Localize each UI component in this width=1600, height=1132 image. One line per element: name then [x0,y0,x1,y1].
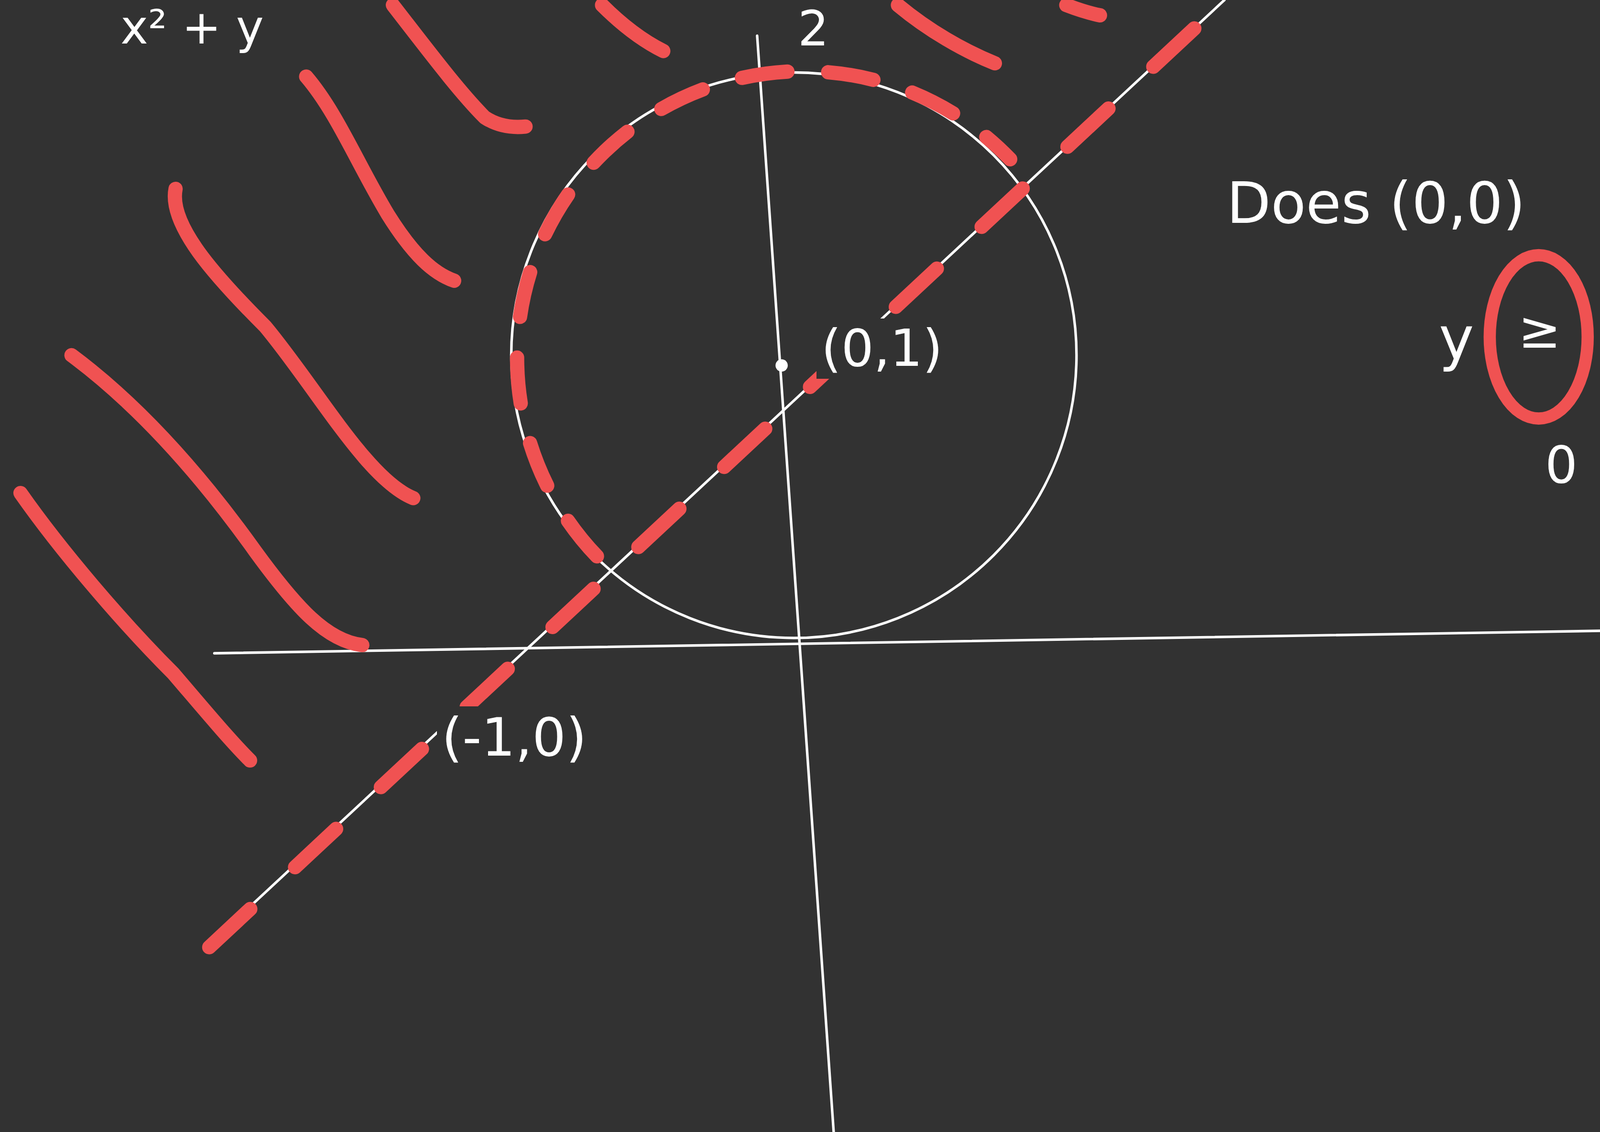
inequality-sign: ≥ [1518,302,1562,359]
x-axis [214,630,1600,654]
circle-mark [1489,255,1588,419]
question-text: Does (0,0) [1226,171,1526,235]
point-label: (-1,0) [436,706,592,769]
equation-fragment: x² + y [120,1,264,54]
dashed-arc [517,71,1011,556]
boundary-line [204,0,1225,949]
y-axis [757,35,834,1132]
inequality-text: 0 [1545,436,1578,494]
point-label: (0,1) [816,318,948,379]
inequality-text: y [1438,305,1474,371]
center-point [775,359,788,372]
axis-tick-label: 2 [797,1,829,56]
shading-hatch [20,5,1100,761]
dashed-line [209,5,1220,947]
